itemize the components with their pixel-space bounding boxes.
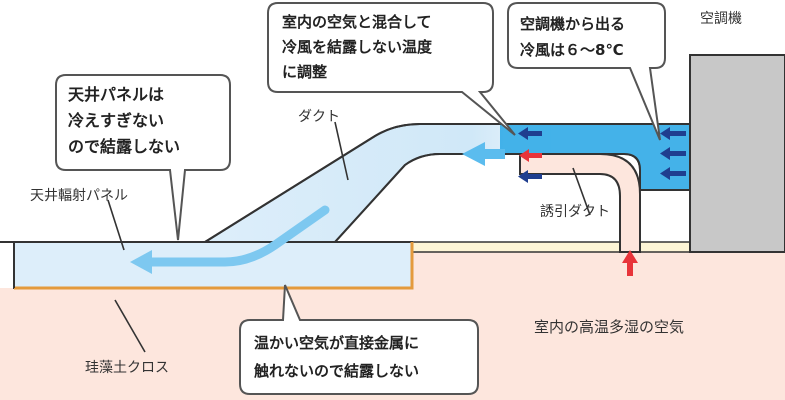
metal-note-line-2: 触れないので結露しない <box>254 362 419 380</box>
duct-label: ダクト <box>298 109 340 125</box>
callout-panel-note: 天井パネルは 冷えすぎない ので結露しない <box>55 74 231 241</box>
callout-metal-note: 温かい空気が直接金属に 触れないので結露しない <box>239 284 479 395</box>
callout-ac-outlet-note: 空調機から出る 冷風は６～8℃ <box>507 2 666 141</box>
panel-note-line-1: 天井パネルは <box>68 85 164 104</box>
mixing-note-line-2: 冷風を結露しない温度 <box>282 38 433 56</box>
ac-outlet-note-line-1: 空調機から出る <box>520 15 625 33</box>
callout-mixing-note: 室内の空気と混合して 冷風を結露しない温度 に調整 <box>267 2 516 136</box>
mixing-note-line-1: 室内の空気と混合して <box>282 13 432 31</box>
leader-induction-duct <box>572 167 591 216</box>
panel-note-line-2: 冷えすぎない <box>68 111 164 130</box>
ceiling-panel-label: 天井輻射パネル <box>30 188 128 204</box>
leader-duct <box>334 121 349 181</box>
warm-air-arrow-inlet <box>622 250 638 276</box>
cold-air-arrows-left <box>518 127 542 183</box>
warm-air-arrow-duct <box>519 149 542 162</box>
room-air-label: 室内の高温多湿の空気 <box>534 318 684 336</box>
panel-note-line-3: ので結露しない <box>68 137 180 156</box>
mixing-note-line-3: に調整 <box>282 63 327 81</box>
ac-outlet-note-line-2: 冷風は６～8℃ <box>520 41 624 59</box>
insulation-strip <box>411 241 691 253</box>
leader-ceiling-panel <box>107 199 125 251</box>
metal-note-line-1: 温かい空気が直接金属に <box>254 334 419 352</box>
leader-diatomite <box>114 299 146 353</box>
diatomite-cloth-label: 珪藻土クロス <box>85 360 169 376</box>
ac-unit-label: 空調機 <box>700 11 742 27</box>
induction-duct-label: 誘引ダクト <box>540 204 610 220</box>
ac-unit <box>689 54 785 253</box>
diatomite-cloth-edge <box>14 242 414 290</box>
panel-airflow-arrow <box>145 205 330 267</box>
cold-air-arrows-right <box>660 127 686 180</box>
cold-air-zone <box>500 124 690 190</box>
induction-duct <box>519 153 641 253</box>
